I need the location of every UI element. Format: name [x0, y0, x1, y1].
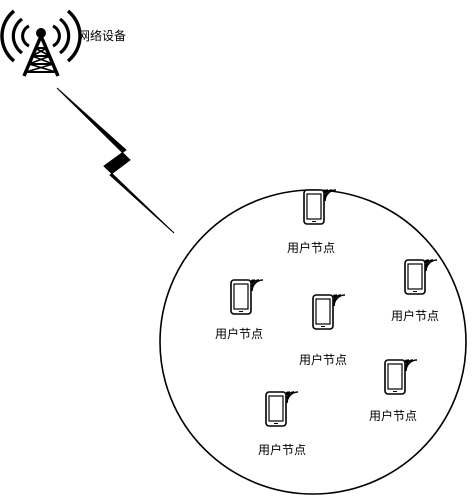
mobile-phone-icon	[404, 258, 438, 295]
user-node: 用户节点	[299, 293, 347, 367]
user-node-label: 用户节点	[369, 408, 417, 423]
user-node-label: 用户节点	[258, 442, 306, 457]
mobile-phone-icon	[230, 278, 264, 315]
mobile-phone-icon	[303, 188, 337, 225]
user-node: 用户节点	[391, 258, 439, 323]
user-node: 用户节点	[215, 278, 264, 341]
user-node-label: 用户节点	[287, 240, 335, 255]
mobile-phone-icon	[312, 293, 346, 330]
user-node: 用户节点	[287, 188, 337, 255]
user-node-label: 用户节点	[299, 352, 347, 367]
coverage-area	[159, 189, 467, 495]
network-device-label: 网络设备	[78, 28, 126, 43]
cell-tower-icon	[0, 9, 82, 77]
mobile-phone-icon	[384, 358, 418, 395]
user-node-label: 用户节点	[391, 308, 439, 323]
user-node: 用户节点	[369, 358, 418, 423]
user-node: 用户节点	[258, 390, 306, 457]
user-node-label: 用户节点	[215, 326, 263, 341]
lightning-bolt-icon	[56, 87, 175, 234]
mobile-phone-icon	[265, 390, 299, 427]
